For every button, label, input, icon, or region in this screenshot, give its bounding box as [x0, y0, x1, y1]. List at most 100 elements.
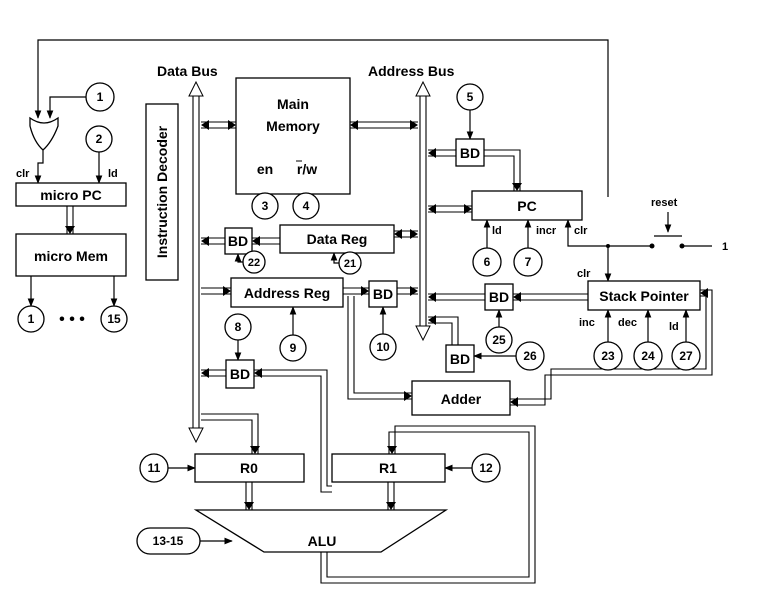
instruction-decoder-box — [145, 103, 179, 281]
signal-6-label: 6 — [484, 255, 491, 269]
instruction-decoder-label: Instruction Decoder — [154, 125, 170, 258]
reset-switch-contact-left — [649, 243, 655, 249]
signal-3-circle — [251, 192, 279, 220]
bd-pc-in — [455, 138, 485, 167]
stack-pointer-inc-label: inc — [579, 317, 595, 329]
bd-22 — [224, 227, 253, 255]
micro-pc-ld-label: ld — [108, 168, 118, 180]
signal-24-circle — [633, 341, 663, 371]
adder-box — [411, 380, 511, 416]
signal-27-circle — [671, 341, 701, 371]
signal-22-circle — [242, 250, 266, 274]
signal-27-label: 27 — [679, 349, 693, 363]
or-gate — [29, 116, 59, 151]
bd-8 — [225, 359, 255, 389]
main-memory-label-line1: Main — [277, 96, 309, 112]
signal-21-label: 21 — [344, 258, 356, 270]
signal-11-circle — [139, 453, 169, 483]
r0-label: R0 — [240, 460, 258, 476]
address-reg-label: Address Reg — [244, 285, 330, 301]
bd-8-label: BD — [230, 366, 250, 382]
signal-1-label: 1 — [97, 90, 104, 104]
junction-dot — [606, 244, 610, 248]
signal-10-circle — [369, 333, 397, 361]
bd-25-label: BD — [489, 289, 509, 305]
signal-13-15-circle — [136, 527, 201, 555]
stack-pointer-box — [587, 280, 701, 311]
signal-1-circle — [85, 82, 115, 112]
micro-mem-label: micro Mem — [34, 248, 108, 264]
data-bus — [188, 80, 204, 444]
reset-value-label: 1 — [722, 241, 728, 253]
signal-3-label: 3 — [262, 199, 269, 213]
micro-pc-box — [15, 182, 127, 207]
r0-box — [194, 453, 305, 483]
signal-26-circle — [515, 341, 545, 371]
bd-26 — [445, 344, 475, 373]
pc-clr-label: clr — [574, 225, 588, 237]
main-memory-rw-label: r/w — [297, 161, 317, 177]
signal-23-circle — [593, 341, 623, 371]
bd-22-label: BD — [228, 233, 248, 249]
stack-pointer-dec-label: dec — [618, 317, 637, 329]
micro-pc-label: micro PC — [40, 187, 101, 203]
alu-shape — [193, 509, 449, 553]
adder-label: Adder — [441, 391, 482, 407]
signal-8-label: 8 — [235, 320, 242, 334]
data-reg-box — [279, 224, 395, 254]
signal-9-circle — [279, 334, 307, 362]
stack-pointer-label: Stack Pointer — [599, 288, 689, 304]
micro-output-15-label: 15 — [107, 312, 121, 326]
reset-switch-contact-right — [679, 243, 685, 249]
micro-output-15-circle — [100, 305, 128, 333]
signal-2-circle — [85, 125, 113, 153]
pc-label: PC — [517, 198, 536, 214]
alu-label: ALU — [308, 533, 337, 549]
signal-10-label: 10 — [376, 340, 390, 354]
signal-2-label: 2 — [96, 132, 103, 146]
signal-11-label: 11 — [148, 461, 161, 475]
data-reg-label: Data Reg — [307, 231, 368, 247]
pc-box — [471, 190, 583, 221]
signal-12-label: 12 — [479, 461, 493, 475]
signal-21-circle — [338, 251, 362, 275]
main-memory-box — [235, 77, 351, 195]
bd-10-label: BD — [373, 286, 393, 302]
pc-incr-label: incr — [536, 225, 557, 237]
signal-8-circle — [224, 313, 252, 341]
address-reg-box — [230, 277, 344, 308]
micro-mem-box — [15, 233, 127, 277]
signal-6-circle — [472, 247, 502, 277]
signal-25-label: 25 — [492, 333, 506, 347]
address-bus — [415, 80, 431, 342]
reset-label: reset — [651, 197, 678, 209]
bd-25 — [484, 283, 514, 311]
micro-output-1-circle — [17, 305, 45, 333]
pc-ld-label: ld — [492, 225, 502, 237]
signal-24-label: 24 — [641, 349, 655, 363]
signal-4-label: 4 — [303, 199, 310, 213]
stack-pointer-clr-label: clr — [577, 268, 591, 280]
signal-5-label: 5 — [467, 90, 474, 104]
bd-26-label: BD — [450, 351, 470, 367]
r1-label: R1 — [379, 460, 397, 476]
signal-7-label: 7 — [525, 255, 532, 269]
micro-output-ellipsis: • • • — [59, 311, 85, 328]
bd-pc-in-label: BD — [460, 145, 480, 161]
main-memory-label-line2: Memory — [266, 118, 320, 134]
signal-7-circle — [513, 247, 543, 277]
bus-arrowheads — [65, 120, 708, 510]
address-bus-label: Address Bus — [368, 63, 455, 79]
signal-22-label: 22 — [248, 257, 260, 269]
data-bus-label: Data Bus — [157, 63, 218, 79]
signal-23-label: 23 — [601, 349, 615, 363]
bd-10 — [368, 280, 398, 308]
micro-output-1-label: 1 — [28, 312, 35, 326]
main-memory-en-label: en — [257, 161, 273, 177]
signal-12-circle — [471, 453, 501, 483]
signal-5-circle — [456, 83, 484, 111]
signal-4-circle — [292, 192, 320, 220]
signal-25-circle — [485, 326, 513, 354]
signal-13-15-label: 13-15 — [153, 534, 184, 548]
